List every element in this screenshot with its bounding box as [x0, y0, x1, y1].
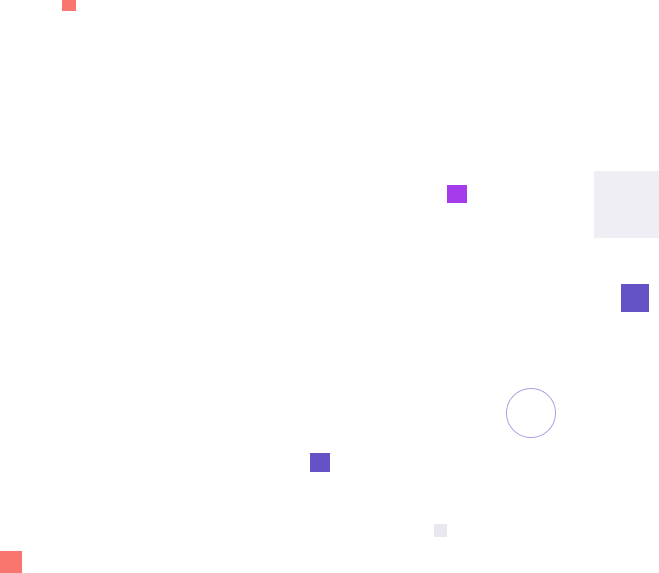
- decorative-square-indigo-right-edge: [621, 284, 649, 312]
- decorative-square-indigo-center: [310, 453, 330, 472]
- decorative-square-gray-small: [434, 524, 447, 537]
- decorative-square-coral-top: [62, 0, 76, 11]
- decorative-circle-outline: [506, 388, 556, 438]
- decorative-square-coral-bottom-left: [0, 551, 22, 573]
- decorative-square-violet-center-right: [447, 185, 467, 203]
- decorative-rect-lavender-right-edge: [594, 171, 659, 238]
